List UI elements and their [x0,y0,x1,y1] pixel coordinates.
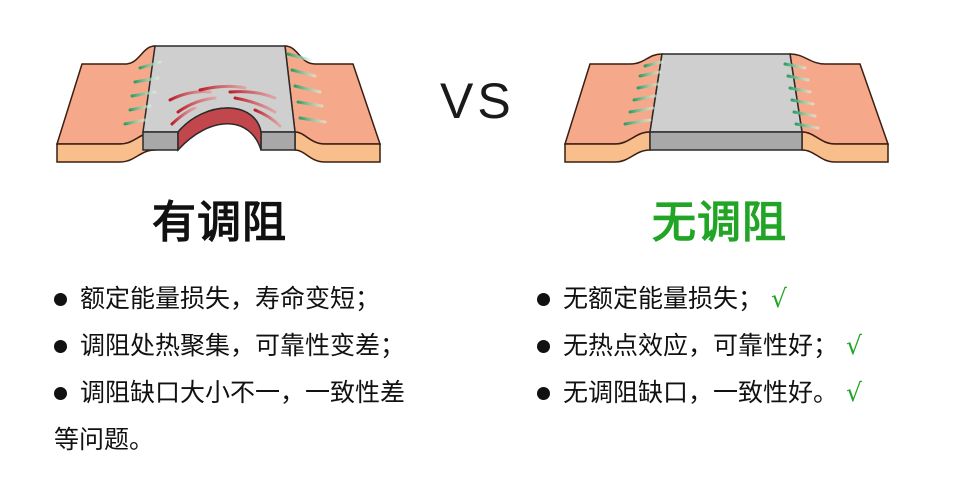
with-trim-drawbacks-list: 额定能量损失，寿命变短； 调阻处热聚集，可靠性变差； 调阻缺口大小不一，一致性差… [54,275,454,463]
bullet-icon [537,293,550,306]
bullet-icon [54,293,67,306]
list-item: 调阻缺口大小不一，一致性差等问题。 [54,378,406,454]
without-trim-heading: 无调阻 [652,197,787,248]
list-item: 无额定能量损失；√ [537,275,937,322]
bullet-icon [54,340,67,353]
resistor-with-trim-diagram [43,45,410,163]
bullet-icon [537,340,550,353]
list-item: 额定能量损失，寿命变短； [54,275,454,322]
list-item: 无热点效应，可靠性好；√ [537,322,937,369]
resistor-without-trim-diagram [538,53,910,163]
check-icon: √ [771,284,787,313]
list-item: 调阻处热聚集，可靠性变差； [54,322,454,369]
check-icon: √ [846,331,862,360]
bullet-icon [537,387,550,400]
vs-label: VS [440,73,515,129]
with-trim-heading: 有调阻 [152,197,287,248]
bullet-icon [54,387,67,400]
without-trim-benefits-list: 无额定能量损失；√ 无热点效应，可靠性好；√ 无调阻缺口，一致性好。√ [537,275,937,416]
check-icon: √ [846,378,862,407]
list-item: 无调阻缺口，一致性好。√ [537,369,937,416]
